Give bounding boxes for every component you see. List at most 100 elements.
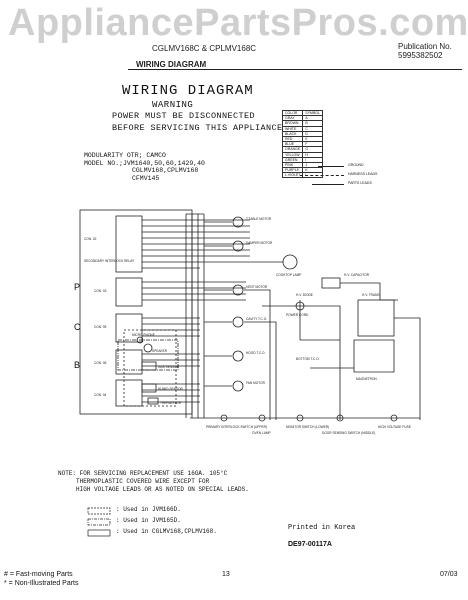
turntable-motor-symbol — [232, 216, 244, 228]
gas-sensor-symbol — [141, 361, 157, 371]
usage-note-3: : Used in CGLMV168,CPLMV168. — [116, 528, 217, 535]
usage-swatch-1 — [87, 507, 111, 515]
fan-label: FAN MOTOR — [246, 381, 266, 385]
hv-fuse-wire — [394, 317, 421, 420]
con04-label: CON. 04 — [94, 393, 107, 397]
warning-line-1: POWER MUST BE DISCONNECTED — [112, 111, 256, 121]
label-c: C — [74, 322, 81, 332]
watermark-logo: AppliancePartsPros.com — [8, 2, 468, 44]
legend-harness-label: HARNESS LEADS — [348, 172, 378, 176]
primary-switch-symbol — [220, 414, 228, 422]
wires-fan — [142, 383, 200, 403]
legend-ground-label: GROUND — [348, 163, 364, 167]
section-title: WIRING DIAGRAM — [136, 60, 207, 69]
humidity-sensor-symbol — [141, 383, 157, 393]
door-sensing-label: DOOR SENSING SWITCH (MIDDLE) — [322, 431, 375, 435]
magnetron-symbol — [353, 339, 395, 373]
humidity-label: HUMID SENSOR — [158, 387, 183, 391]
usage-swatch-2 — [87, 518, 111, 526]
damper-label: DAMPER MOTOR — [246, 241, 273, 245]
bottom-tco-label: BOTTOM T.C.O. — [296, 357, 320, 361]
oven-lamp-label: OVEN LAMP — [252, 431, 271, 435]
page-number: 13 — [222, 571, 230, 578]
harness-line — [300, 175, 344, 176]
damper-motor-symbol — [232, 240, 244, 252]
connector-block-5 — [115, 379, 143, 407]
legend-harness: HARNESS LEADS — [300, 171, 378, 180]
magnetron-label: MAGNETRON — [356, 377, 377, 381]
label-b: B — [74, 360, 80, 370]
secondary-relay-label: SECONDARY INTERLOCK RELAY — [84, 259, 135, 263]
ground-line — [318, 166, 344, 167]
fast-moving-note: # = Fast-moving Parts — [4, 571, 73, 578]
publication-number: 5995382502 — [398, 51, 443, 60]
label-p: P — [74, 282, 80, 292]
door-sensing-symbol — [336, 414, 344, 422]
cavity-tco-symbol — [232, 316, 244, 328]
wires-hood — [142, 353, 200, 367]
connector-block-2 — [115, 277, 143, 307]
con02-label: CON. 02 — [84, 237, 97, 241]
hv-capacitor-symbol — [321, 277, 341, 289]
footer-legend: # = Fast-moving Parts * = Non-Illustrate… — [4, 570, 79, 588]
usage-note-2: : Used in JVM165D. — [116, 517, 181, 524]
cavity-label: CAVITY T.C.O. — [246, 317, 267, 321]
legend-ground: GROUND — [318, 162, 378, 171]
warning-label: WARNING — [152, 100, 194, 110]
connector-block-3 — [115, 313, 143, 343]
legend-parts: PARTS LEADS — [312, 180, 378, 189]
hv-wire-2 — [244, 321, 277, 420]
hv-trans-label: H.V. TRANS — [362, 293, 380, 297]
power-cord-wire — [299, 300, 340, 341]
thermistor-label: THERMISTOR — [160, 401, 182, 405]
usage-note-1: : Used in JVM166D. — [116, 506, 181, 513]
legend-parts-label: PARTS LEADS — [348, 181, 372, 185]
wires-vent — [142, 281, 246, 301]
note-line-1: NOTE: FOR SERVICING REPLACEMENT USE 16GA… — [58, 470, 228, 477]
cooktop-lamp-label: COOKTOP LAMP — [276, 273, 301, 277]
parts-line — [312, 184, 344, 185]
power-cord-label: POWER CORD — [286, 313, 309, 317]
wires-cavity — [142, 317, 200, 337]
oven-lamp-symbol — [258, 414, 266, 422]
vent-label: VENT MOTOR — [246, 285, 268, 289]
model-numbers-3: CFMV145 — [132, 174, 160, 182]
note-line-3: HIGH VOLTAGE LEADS OR AS NOTED ON SPECIA… — [76, 486, 249, 493]
hv-fuse-label: HIGH VOLTAGE FUSE — [378, 425, 411, 429]
model-numbers-2: CGLMV168,CPLMV168 — [132, 167, 199, 174]
vent-motor-symbol — [232, 284, 244, 296]
monitor-switch-label: MONITOR SWITCH (LOWER) — [286, 425, 329, 429]
cooktop-lamp-symbol — [282, 254, 298, 270]
hv-capacitor-label: H.V. CAPACITOR — [344, 273, 370, 277]
turntable-label: T.TABLE MOTOR — [246, 217, 272, 221]
printed-in: Printed in Korea — [288, 524, 356, 532]
hv-wire-1 — [244, 289, 271, 420]
vertical-bus — [185, 214, 205, 418]
bus-branches — [204, 221, 232, 387]
speaker-symbol — [143, 343, 153, 353]
speaker-label: SPEAKER — [152, 349, 168, 353]
hood-label: HOOD T.C.O. — [246, 351, 266, 355]
wire-legend: GROUND HARNESS LEADS PARTS LEADS — [300, 162, 378, 189]
footer-date: 07/03 — [440, 571, 458, 578]
usage-swatch-3 — [87, 529, 111, 537]
usage-notes: : Used in JVM166D. : Used in JVM165D. : … — [116, 506, 217, 539]
con05-label: CON. 05 — [94, 325, 107, 329]
hood-tco-symbol — [232, 350, 244, 362]
hv-diode-label: H.V. DIODE — [296, 293, 313, 297]
non-illustrated-note: * = Non-Illustrated Parts — [4, 580, 79, 587]
monitor-switch-symbol — [296, 414, 304, 422]
servicing-note: NOTE: FOR SERVICING REPLACEMENT USE 16GA… — [58, 470, 249, 494]
wires-damper — [142, 243, 250, 257]
thermistor-symbol — [147, 397, 159, 405]
wires-group-a — [142, 261, 200, 269]
header-rule — [128, 69, 462, 70]
con06-label: CON. 06 — [94, 361, 107, 365]
connector-block-1 — [115, 215, 143, 273]
modularity-text: MODULARITY OTR; CAMCO — [84, 152, 166, 159]
power-cord-plug — [295, 301, 305, 311]
wires-turntable — [142, 219, 250, 239]
model-info: MODULARITY OTR; CAMCO MODEL NO.;JVM1640,… — [84, 152, 205, 182]
